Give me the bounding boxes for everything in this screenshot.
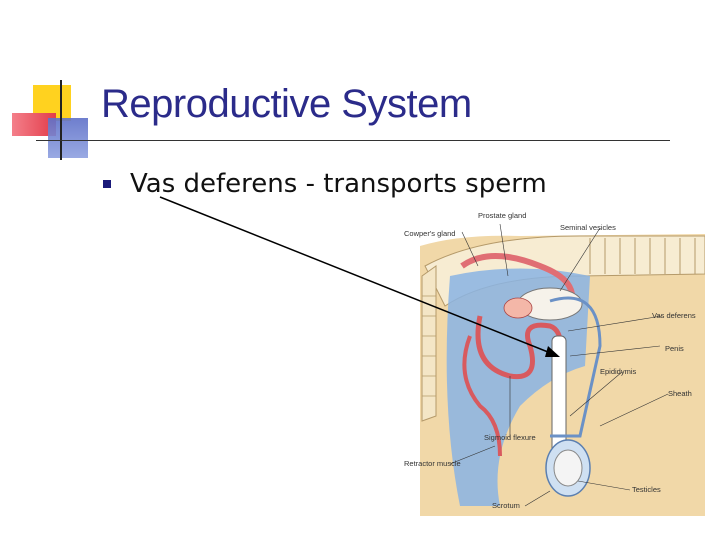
label-sheath: Sheath xyxy=(668,389,692,398)
bullet-square-icon xyxy=(103,180,111,188)
bullet-text: Vas deferens - transports sperm xyxy=(130,169,547,199)
decor-vertical-line xyxy=(60,80,62,160)
decor-red-bar xyxy=(12,113,56,136)
label-vas-deferens: Vas deferens xyxy=(652,311,696,320)
label-prostate-gland: Prostate gland xyxy=(478,211,526,220)
label-penis: Penis xyxy=(665,344,684,353)
reproductive-diagram: Prostate gland Cowper's gland Seminal ve… xyxy=(404,211,705,516)
label-scrotum: Scrotum xyxy=(492,501,520,510)
title-underline xyxy=(36,140,670,141)
slide-title: Reproductive System xyxy=(101,82,472,126)
label-testicles: Testicles xyxy=(632,485,661,494)
label-cowpers-gland: Cowper's gland xyxy=(404,229,455,238)
label-seminal-vesicles: Seminal vesicles xyxy=(560,223,616,232)
label-epididymis: Epididymis xyxy=(600,367,637,376)
decor-blue-square xyxy=(48,118,88,158)
label-sigmoid-flexure: Sigmoid flexure xyxy=(484,433,536,442)
label-retractor-muscle: Retractor muscle xyxy=(404,459,461,468)
